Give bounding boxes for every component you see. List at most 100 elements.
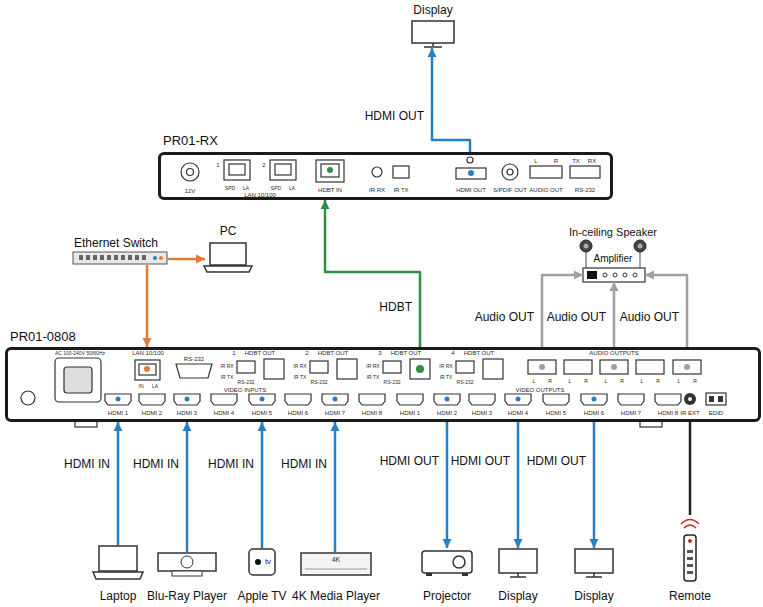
port-label: HDBT OUT [318,350,349,356]
connector [321,200,421,347]
port-label: HDMI 1 [400,410,420,416]
port-label: TX [572,158,580,164]
bluray-icon [158,553,216,571]
arrowhead [514,539,523,548]
spdif-jack-inner [507,169,513,175]
port-label: IR TX [393,187,408,193]
port-label: 12V [185,188,196,194]
monitor-stand [510,573,526,577]
audio-terminal [564,360,592,374]
spdif-jack [502,164,518,180]
connector-label: HDBT [377,301,414,314]
hdbt-port [337,359,357,379]
connector-line [593,422,596,548]
display-device: Display [410,20,456,48]
hdbt-port [264,359,284,379]
port-dot [516,397,521,402]
connector-line [186,422,189,552]
monitor-icon [575,549,613,573]
port-label: HDBT OUT [464,350,495,356]
lan-port [224,160,250,180]
arrowhead [143,338,152,347]
hdmi-input-ports [105,394,385,405]
port-dot [144,366,150,372]
network-switch: Ethernet Switch [73,251,167,265]
connector-line [446,422,449,548]
port-label: AC 100-240V 50/60Hz [55,351,105,356]
port-label: EDID [709,410,723,416]
port-label: L [533,379,536,384]
laptop-screen [210,243,246,265]
amplifier-terminals [603,273,637,277]
connector [514,422,523,548]
port-label: IR TX [294,375,307,380]
connector [258,422,267,548]
port-label: IN [139,384,144,389]
port-label: IR RX [293,364,306,369]
port-dot [260,397,265,402]
port-label: LA [243,186,249,191]
monitor-stand [586,573,602,577]
switch-led [159,256,163,260]
node-label: Blu-Ray Player [147,590,227,604]
port-label: RS-232 [311,380,328,385]
connector-line [613,282,616,347]
port-label: RS-232 [384,380,401,385]
port-dot [327,167,333,173]
node-label: Display [498,590,537,604]
remote-icon [684,535,696,581]
connector [183,422,192,552]
port-label: R [548,379,552,384]
node-label: Remote [669,590,711,604]
source-device: Blu-Ray Player [157,552,217,578]
arrowhead [258,422,267,431]
display-device: Display [497,548,539,578]
terminal [603,273,607,277]
connector-line [542,275,583,347]
port-label: R [554,158,558,164]
remote-control: Remote [680,515,700,585]
speaker-cone [638,244,643,249]
connector-line [325,200,420,347]
display-device: Projector [420,548,474,576]
monitor-icon [499,549,537,573]
rs232-terminal [570,166,600,178]
lan-port-inner [275,164,291,175]
ir-ext-jack-inner [688,397,692,401]
port-label: HDMI 5 [546,410,566,416]
port-label: AUDIO OUTPUTS [589,350,638,356]
power-socket-inner [64,367,92,393]
port-label: S/PDIF OUT [493,187,527,193]
port-label: In-ceiling Speaker [569,227,657,238]
port-dot [445,397,450,402]
port-label: HDMI OUT [456,187,486,193]
node-label: Amplifier [594,253,633,265]
projector-foot [462,573,468,576]
port-label: LA [152,384,158,389]
connector-label: HDMI OUT [525,455,588,468]
amplifier-device: Amplifier [583,267,645,282]
port-label: 4 [451,350,454,356]
audio-terminal [636,360,664,374]
arrowhead [321,200,330,209]
edid-switch [706,393,726,405]
port-label: LAN 10/100 [132,350,164,356]
port-label: IR EXT [680,410,699,416]
port-label: HDMI 2 [142,410,162,416]
port-label: IR RX [220,364,233,369]
port-label: 1 [216,162,219,168]
port-dot [539,364,545,370]
bluray-tray [172,571,202,576]
speaker-icon [580,240,592,252]
connector-label: HDMI IN [206,458,256,471]
laptop-base [204,266,252,272]
port-label: HDMI 4 [508,410,528,416]
rx-panel [181,157,600,182]
edid-switch-knob [718,396,723,402]
monitor-icon [412,21,454,43]
display-device: Display [573,548,615,578]
port-label: IR RX [366,364,379,369]
rs232-terminal [237,361,255,373]
